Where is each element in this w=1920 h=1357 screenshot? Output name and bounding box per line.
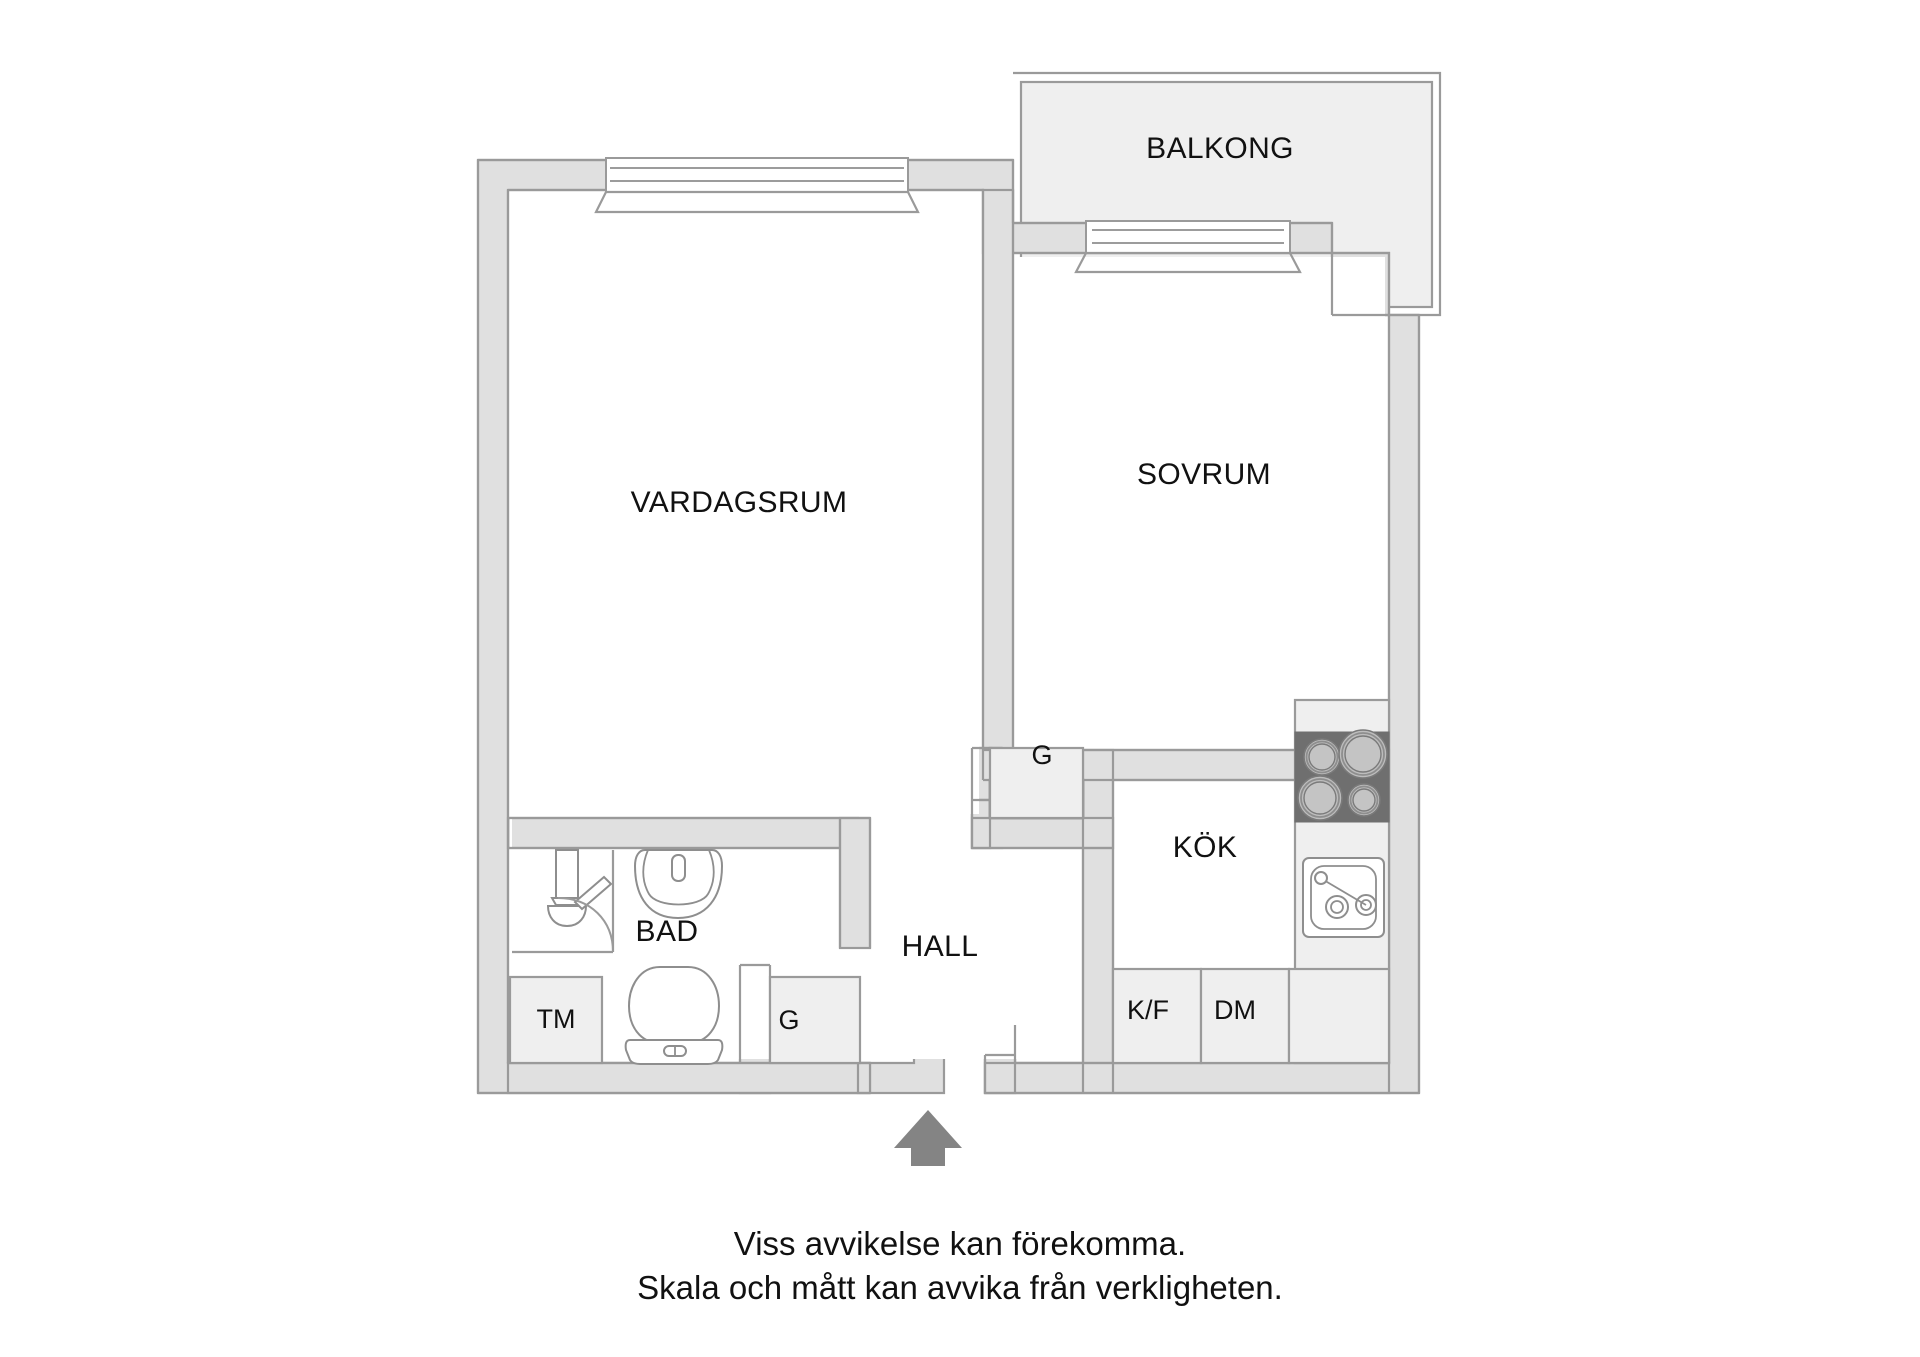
room-label-kok: KÖK [1173,831,1238,864]
wall-hall-bottom-left [506,1061,872,1095]
dishwasher-label: DM [1214,995,1256,1025]
wall-entry-jamb-left [856,1061,872,1095]
kitchen-lower-cabinets: K/F DM [1111,967,1391,1065]
wall-living-bath [506,816,860,850]
wall-hall-right [983,1053,1017,1095]
window-bedroom [1074,220,1302,274]
wall-bath-right-upper [838,816,872,950]
room-label-hall: HALL [902,930,979,963]
shower-head-icon [546,849,613,928]
kitchen-corner-cabinet [1287,967,1391,1065]
bathroom-door [512,850,615,954]
bathroom-fixtures: TM G [508,849,862,1065]
window-living-room [594,157,920,214]
room-label-bad: BAD [636,915,699,948]
washing-machine-box: TM [508,975,604,1065]
wall-living-bedroom [981,188,1015,782]
kitchen-fixtures: K/F DM [1111,698,1391,1065]
wall-hall-bottom-right [983,1061,1391,1095]
closet-bath-label: G [778,1005,799,1035]
entrance-arrow-icon [894,1110,962,1166]
wall-hall-kitchen [1081,748,1115,1092]
fridge-freezer-label: K/F [1127,995,1169,1025]
interior-vardagsrum [512,194,979,814]
room-label-sovrum: SOVRUM [1137,458,1271,491]
interior-seam-a [510,819,512,849]
kitchen-sink-icon [1302,857,1385,938]
stove-cooktop-icon [1294,729,1390,823]
toilet-icon [624,966,724,1065]
wall-closet-bottom [970,816,1115,850]
room-label-balkong: BALKONG [1146,132,1294,165]
closet-hall-upper-label: G [1031,740,1052,770]
washing-machine-label: TM [537,1004,576,1034]
closet-hall-upper-box: G [988,740,1085,820]
room-label-vardagsrum: VARDAGSRUM [631,486,848,519]
wall-edges [476,158,1421,1095]
disclaimer-line-1: Viss avvikelse kan förekomma. [733,1225,1187,1262]
fridge-freezer-box [1111,967,1203,1065]
dishwasher-box [1199,967,1291,1065]
wash-basin-icon [633,849,724,920]
closet-bath-box: G [768,975,862,1065]
disclaimer-line-2: Skala och mått kan avvika från verklighe… [637,1269,1283,1306]
interior-sovrum [1017,257,1385,746]
